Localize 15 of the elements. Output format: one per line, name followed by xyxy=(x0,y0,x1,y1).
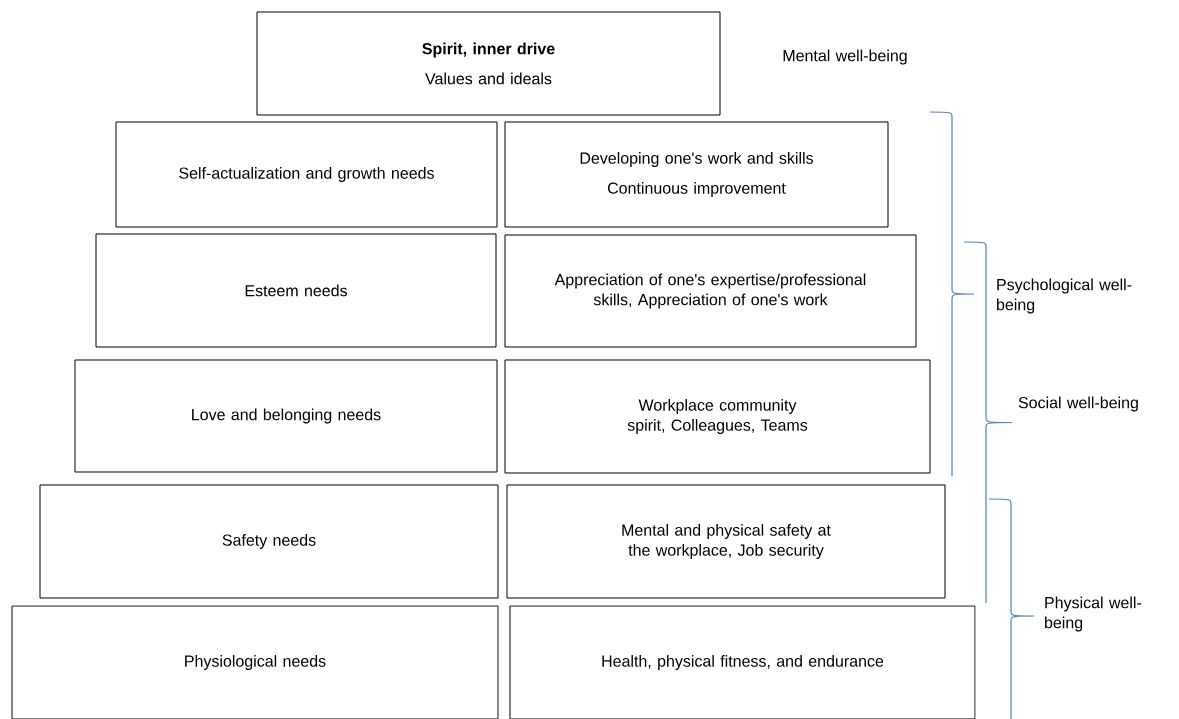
text-box: Appreciation of one's expertise/professional skills, Appreciation of one's work xyxy=(504,234,917,348)
text-box: Health, physical fitness, and endurance xyxy=(509,605,976,719)
text-box: Safety needs xyxy=(39,484,499,599)
text-box: Self-actualization and growth needs xyxy=(115,121,498,228)
text-box: Physiological needs xyxy=(11,605,499,719)
text-box: Love and belonging needs xyxy=(74,359,498,473)
text-box: Workplace community spirit, Colleagues, Teams xyxy=(504,359,931,474)
text-box: Spirit, inner drive Values and ideals xyxy=(256,11,721,116)
bracket-label: Mental well-being xyxy=(783,49,907,65)
text-box: Mental and physical safety at the workplace, Job security xyxy=(506,484,946,599)
bracket-label: Social well-being xyxy=(1018,396,1138,412)
text-box: Developing one's work and skills Continuous improvement xyxy=(504,121,889,228)
text-box: Esteem needs xyxy=(95,233,497,348)
bracket-label: Psychological well-being xyxy=(997,278,1132,314)
bracket-label: Physical well-being xyxy=(1045,596,1142,632)
